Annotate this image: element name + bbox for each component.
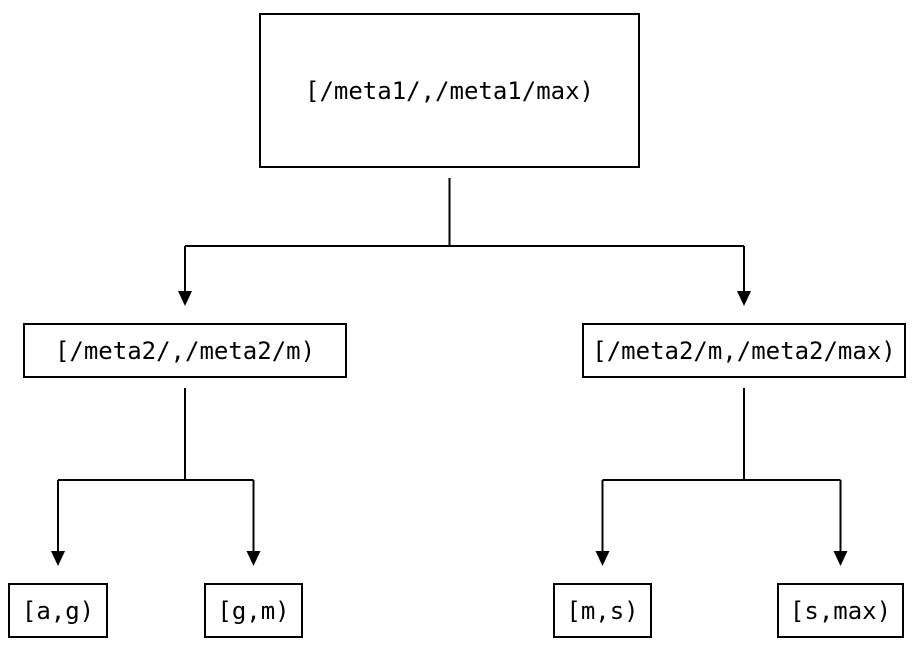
node-leaf-s-max: [s,max) [777,583,904,638]
arrowhead-left-rightleaf [246,551,261,566]
node-meta2-left: [/meta2/,/meta2/m) [23,323,347,378]
node-meta2-left-label: [/meta2/,/meta2/m) [54,336,316,365]
node-root: [/meta1/,/meta1/max) [259,13,640,168]
node-meta2-right-label: [/meta2/m,/meta2/max) [592,336,896,365]
node-leaf-g-m: [g,m) [204,583,303,638]
arrowhead-root-left [178,291,192,306]
node-leaf-a-g: [a,g) [8,583,108,638]
node-leaf-g-m-label: [g,m) [217,596,290,625]
node-leaf-a-g-label: [a,g) [21,596,95,625]
node-leaf-m-s: [m,s) [553,583,652,638]
node-root-label: [/meta1/,/meta1/max) [305,76,594,105]
node-leaf-s-max-label: [s,max) [789,596,892,625]
node-meta2-right: [/meta2/m,/meta2/max) [582,323,906,378]
arrowhead-left-leftleaf [51,551,65,566]
node-leaf-m-s-label: [m,s) [566,596,639,625]
arrowhead-right-rightleaf [833,551,848,566]
arrowhead-root-right [737,291,751,306]
arrowhead-right-leftleaf [595,551,610,566]
